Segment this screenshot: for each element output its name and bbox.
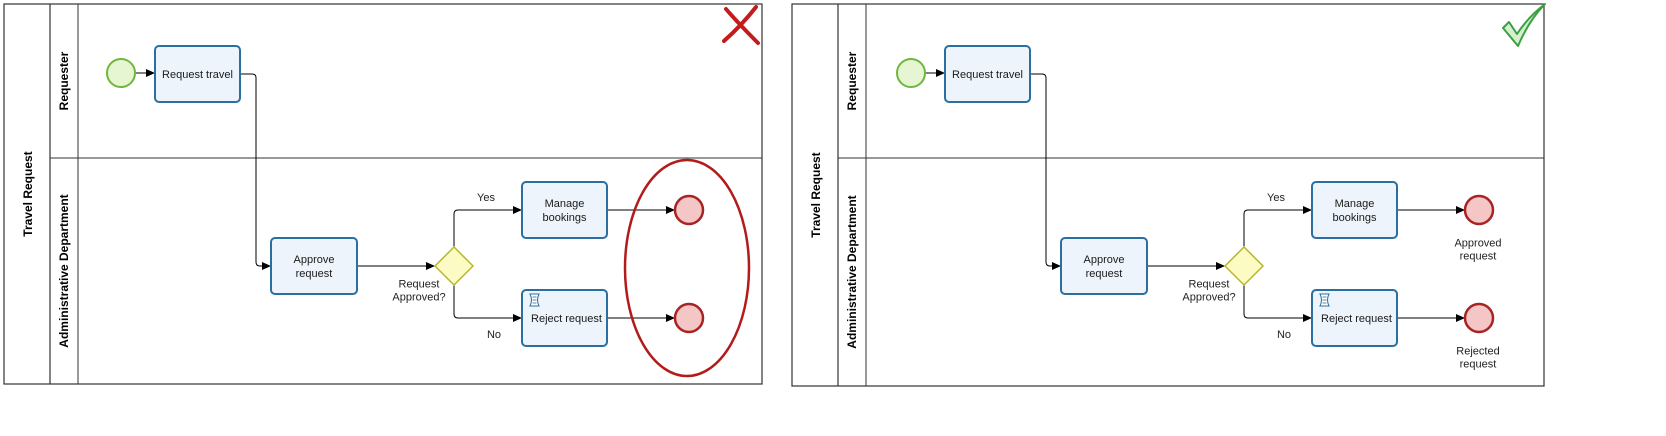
start-event	[106, 58, 136, 88]
start-event	[896, 58, 926, 88]
end-event-approved	[1463, 194, 1495, 226]
sequence-flow	[1243, 206, 1312, 247]
end-event-label: request	[1460, 359, 1497, 371]
flow-label-no: No	[487, 329, 501, 341]
sequence-flow	[453, 206, 522, 247]
task-label: request	[296, 268, 333, 280]
exclusive-gateway	[1223, 245, 1265, 287]
task-request-travel	[944, 45, 1031, 103]
sequence-flow	[1243, 285, 1312, 322]
flow-label-yes: Yes	[477, 192, 495, 204]
task-label: Reject request	[531, 313, 602, 325]
gateway-label: Request	[1189, 279, 1230, 291]
highlight-ellipse	[623, 158, 751, 378]
task-label: Manage	[1335, 198, 1375, 210]
end-event-label: request	[1460, 251, 1497, 263]
pool-title: Travel Request	[809, 152, 823, 237]
task-label: Approve	[294, 254, 335, 266]
task-label: Request travel	[162, 69, 233, 81]
end-event-approved	[673, 194, 705, 226]
task-approve-request	[270, 237, 358, 295]
end-event-rejected	[1463, 302, 1495, 334]
task-label: Reject request	[1321, 313, 1392, 325]
task-approve-request	[1060, 237, 1148, 295]
lane-title-administrative-department: Administrative Department	[845, 195, 859, 348]
task-manage-bookings	[521, 181, 608, 239]
end-event-rejected	[673, 302, 705, 334]
end-event-label: Rejected	[1456, 346, 1499, 358]
check-mark-icon	[1502, 3, 1546, 47]
task-manage-bookings	[1311, 181, 1398, 239]
task-request-travel	[154, 45, 241, 103]
lane-title-requester: Requester	[845, 51, 859, 110]
flow-label-yes: Yes	[1267, 192, 1285, 204]
task-label: Approve	[1084, 254, 1125, 266]
pool-title: Travel Request	[21, 151, 35, 236]
task-reject-request	[521, 289, 608, 347]
task-reject-request	[1311, 289, 1398, 347]
gateway-label: Request	[399, 279, 440, 291]
sequence-flow	[453, 285, 522, 322]
sequence-flow	[1030, 73, 1061, 270]
exclusive-gateway	[433, 245, 475, 287]
cross-mark-icon	[722, 5, 758, 43]
end-event-label: Approved	[1454, 238, 1501, 250]
lane-title-administrative-department: Administrative Department	[57, 194, 71, 347]
gateway-label: Approved?	[1182, 292, 1235, 304]
task-label: Request travel	[952, 69, 1023, 81]
task-label: bookings	[542, 212, 587, 224]
task-label: Manage	[545, 198, 585, 210]
lane-title-requester: Requester	[57, 51, 71, 110]
sequence-flow	[240, 73, 271, 270]
task-label: request	[1086, 268, 1123, 280]
task-label: bookings	[1332, 212, 1377, 224]
flow-label-no: No	[1277, 329, 1291, 341]
gateway-label: Approved?	[392, 292, 445, 304]
